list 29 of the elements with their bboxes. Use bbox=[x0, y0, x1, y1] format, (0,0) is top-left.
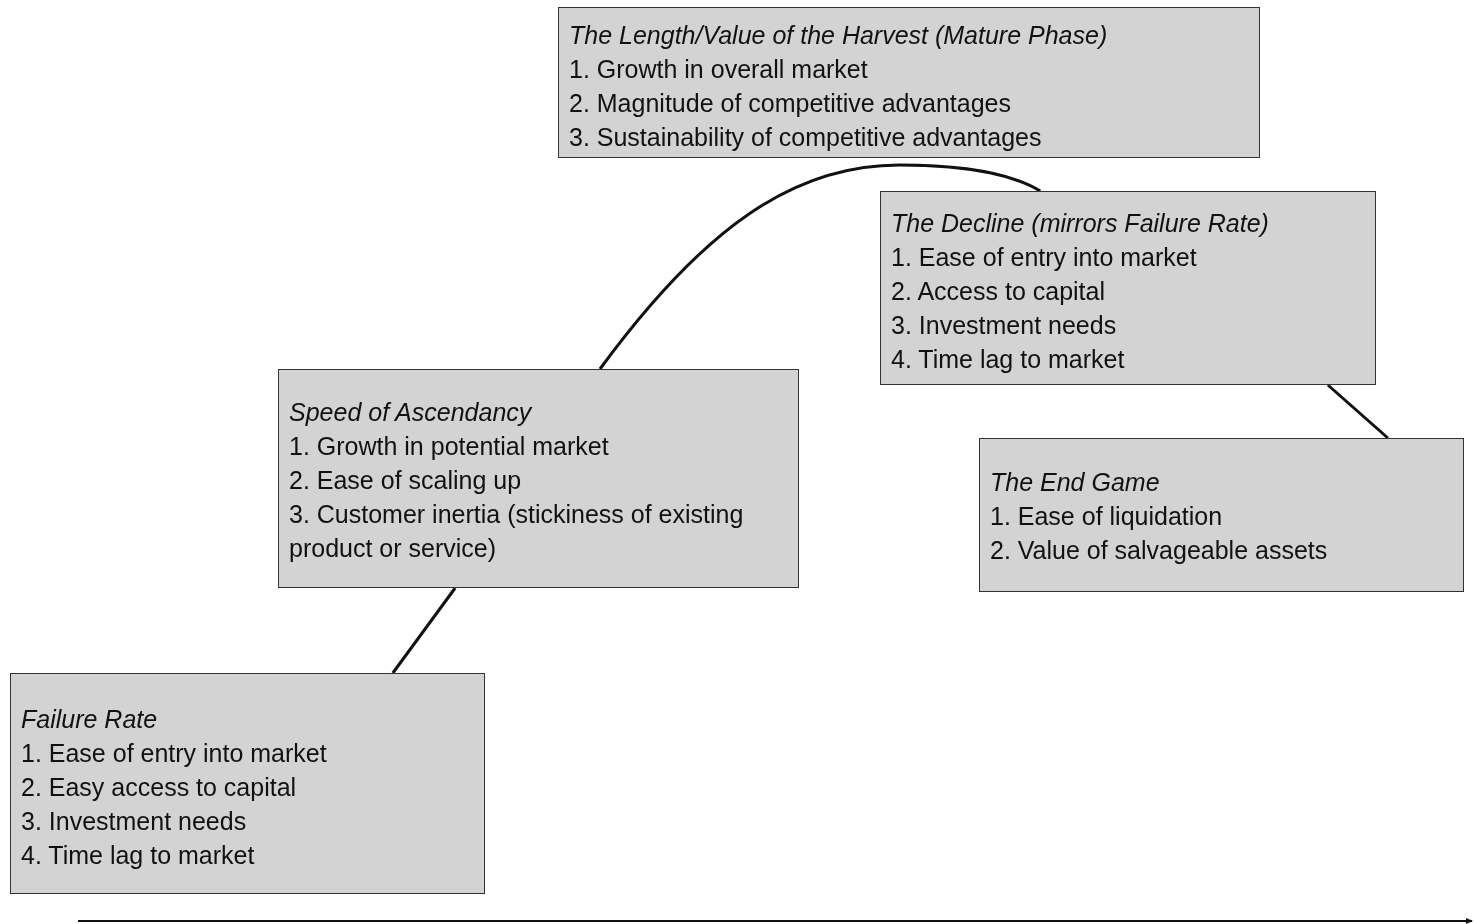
factor-item: 1. Growth in potential market bbox=[289, 431, 610, 462]
phase-box bbox=[880, 191, 1376, 385]
factor-item: 2. Access to capital bbox=[891, 276, 1106, 307]
phase-heading: The Decline (mirrors Failure Rate) bbox=[891, 208, 1270, 239]
factor-item: 2. Easy access to capital bbox=[21, 772, 298, 803]
factor-item: 2. Value of salvageable assets bbox=[990, 535, 1329, 566]
curve-connector bbox=[598, 163, 1041, 370]
factor-item: 3. Investment needs bbox=[21, 806, 248, 837]
phase-box bbox=[558, 7, 1260, 158]
factor-item: 1. Ease of entry into market bbox=[21, 738, 328, 769]
factor-item: 1. Ease of entry into market bbox=[891, 242, 1198, 273]
curve-connector bbox=[391, 587, 457, 674]
factor-item: 3. Sustainability of competitive advantages bbox=[569, 122, 1043, 153]
phase-heading: The End Game bbox=[990, 467, 1161, 498]
phase-box bbox=[278, 369, 799, 588]
phase-box bbox=[979, 438, 1464, 592]
factor-item: 2. Magnitude of competitive advantages bbox=[569, 88, 1012, 119]
factor-item: 4. Time lag to market bbox=[21, 840, 256, 871]
factor-item: 3. Investment needs bbox=[891, 310, 1118, 341]
phase-heading: Speed of Ascendancy bbox=[289, 397, 534, 428]
factor-item: 4. Time lag to market bbox=[891, 344, 1126, 375]
factor-item: 1. Growth in overall market bbox=[569, 54, 869, 85]
curve-connector bbox=[1326, 383, 1389, 440]
factor-item: 2. Ease of scaling up bbox=[289, 465, 523, 496]
factor-item: 1. Ease of liquidation bbox=[990, 501, 1224, 532]
phase-box bbox=[10, 673, 485, 894]
phase-heading: Failure Rate bbox=[21, 704, 159, 735]
phase-heading: The Length/Value of the Harvest (Mature Phase) bbox=[569, 20, 1109, 51]
factor-item: 3. Customer inertia (stickiness of existing product or service) bbox=[289, 499, 745, 564]
